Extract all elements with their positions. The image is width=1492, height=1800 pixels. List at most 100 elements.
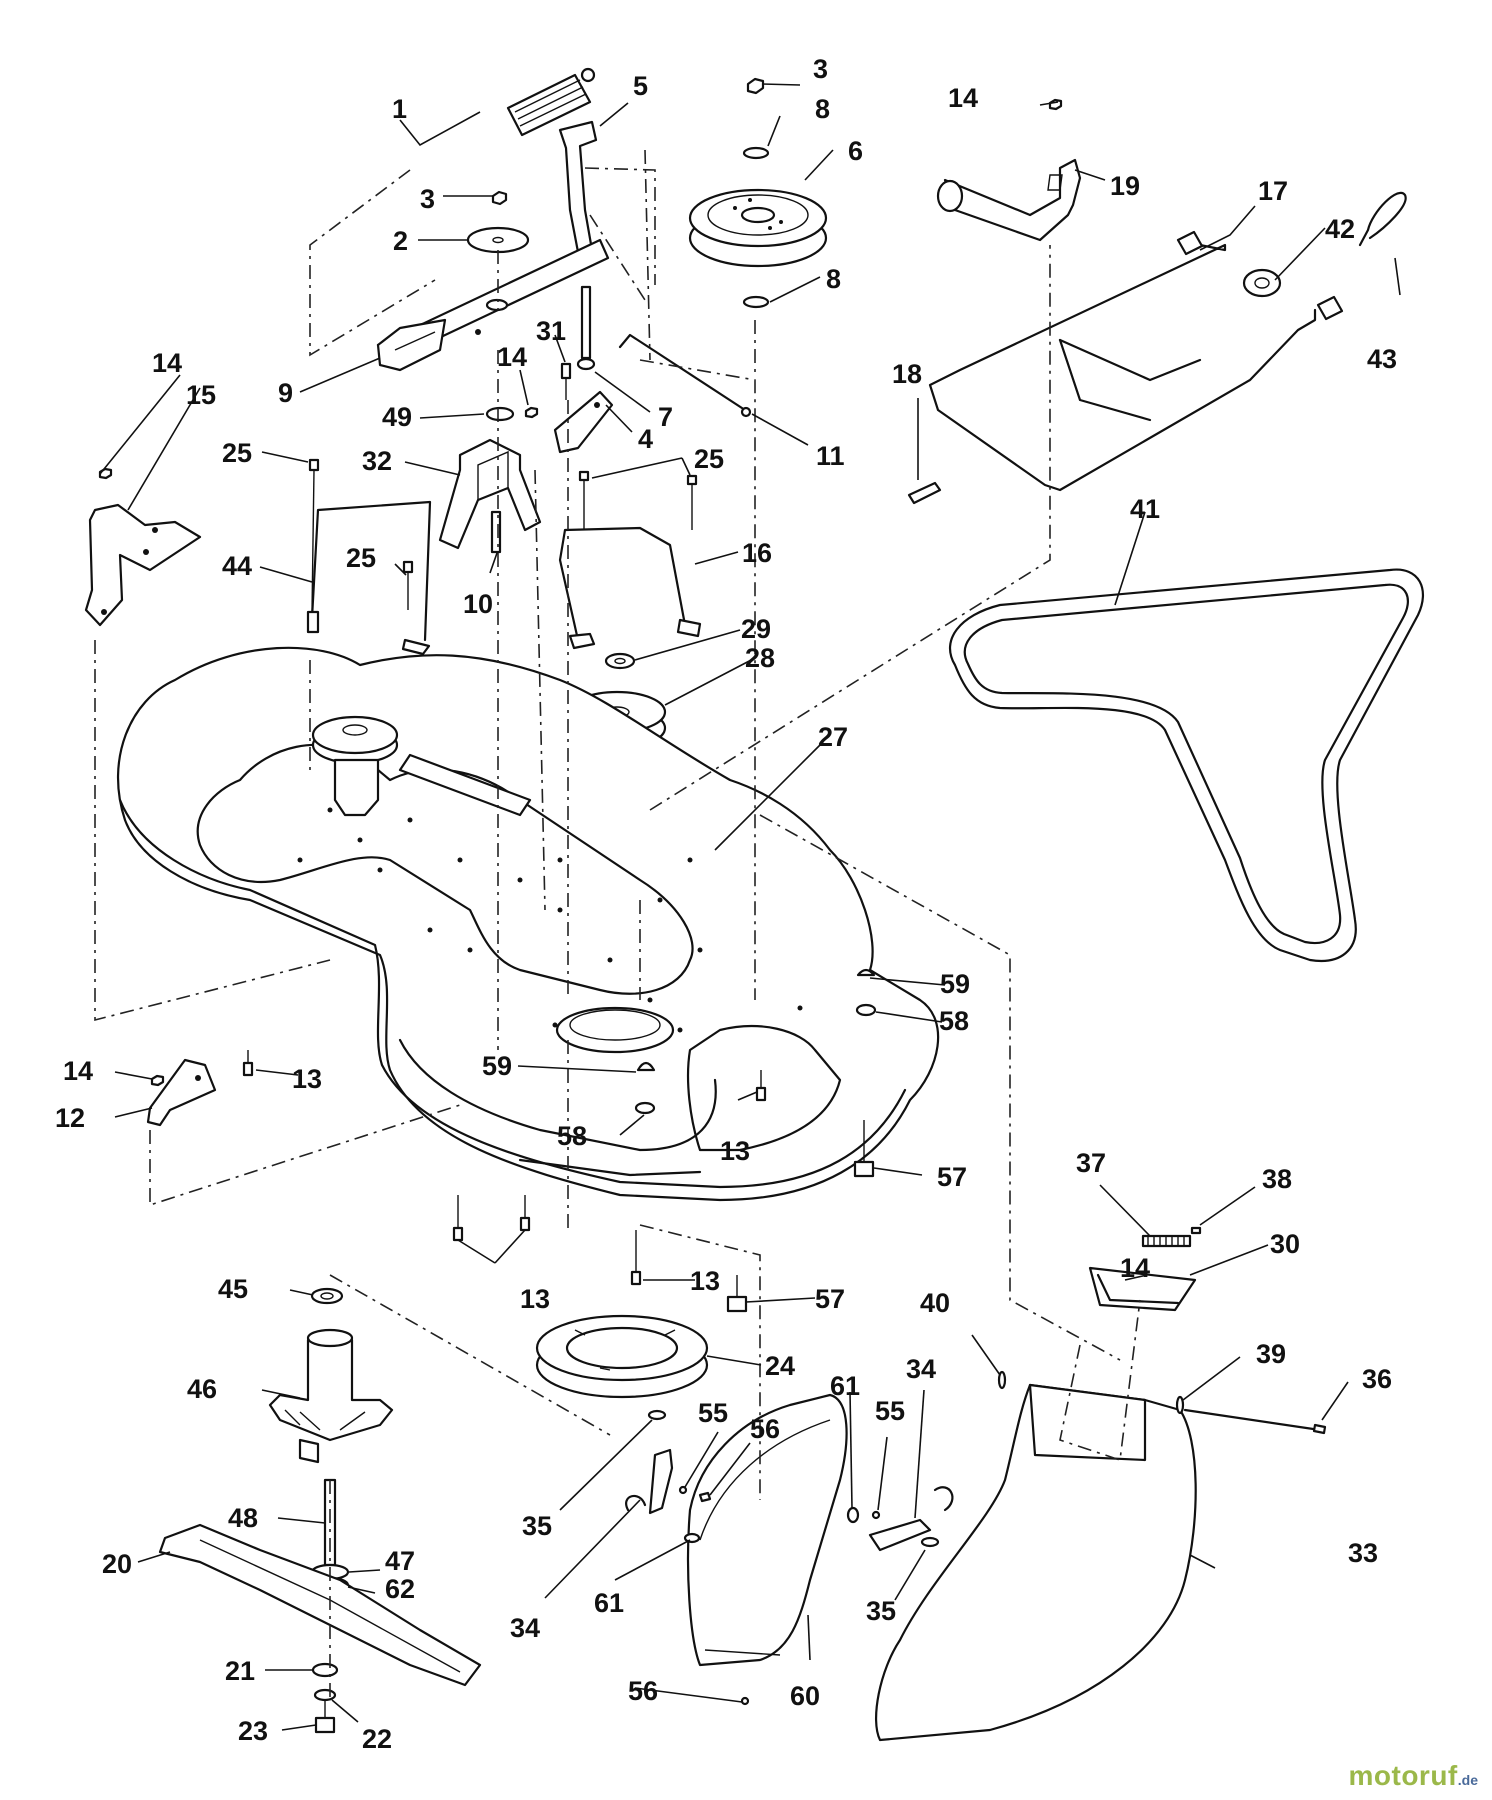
callout-10: 10: [463, 589, 493, 619]
callout-11: 11: [816, 441, 845, 471]
callout-17: 17: [1258, 176, 1288, 206]
part-3-nut-top: [746, 77, 765, 95]
callout-37: 37: [1076, 1148, 1106, 1178]
callout-27: 27: [818, 722, 848, 752]
callout-25-c: 25: [694, 444, 724, 474]
part-59-caps: [636, 968, 876, 1072]
callout-9: 9: [278, 378, 293, 408]
part-14-nut-c: [1048, 98, 1063, 111]
part-34-hinge-left: [625, 1448, 674, 1515]
callout-39: 39: [1256, 1339, 1286, 1369]
part-38-pin: [1190, 1226, 1202, 1235]
callout-5: 5: [633, 71, 648, 101]
callout-21: 21: [225, 1656, 255, 1686]
callout-49: 49: [382, 402, 412, 432]
callout-61-b: 61: [594, 1588, 624, 1618]
part-8-washer-bottom: [742, 295, 770, 309]
callout-6: 6: [848, 136, 863, 166]
callout-43: 43: [1367, 344, 1397, 374]
part-1-handle-grip: [506, 67, 596, 137]
part-12-bracket: [146, 1058, 217, 1127]
watermark-logo: motoruf.de: [1349, 1760, 1479, 1792]
callout-16: 16: [742, 538, 772, 568]
part-24-bearing-ring: [535, 1314, 709, 1399]
callout-35-b: 35: [866, 1596, 896, 1626]
watermark-tld: .de: [1457, 1772, 1478, 1788]
callout-22: 22: [362, 1724, 392, 1754]
part-36-rod: [1183, 1408, 1327, 1435]
part-43-hairpin: [1358, 191, 1407, 247]
part-23-bolt: [314, 1700, 336, 1734]
part-30-latch-bracket: [1088, 1266, 1197, 1312]
callout-7: 7: [658, 402, 673, 432]
callout-55-b: 55: [875, 1396, 905, 1426]
callout-34-a: 34: [510, 1613, 540, 1643]
callout-14-a: 14: [152, 348, 182, 378]
callout-3-b: 3: [813, 54, 828, 84]
callout-47: 47: [385, 1546, 415, 1576]
part-41-belt: [949, 568, 1425, 963]
callout-46: 46: [187, 1374, 217, 1404]
callout-13-d: 13: [520, 1284, 550, 1314]
callout-13-b: 13: [720, 1136, 750, 1166]
callout-1: 1: [392, 94, 407, 124]
part-58-nuts: [634, 1003, 877, 1115]
callout-15: 15: [186, 380, 216, 410]
part-25-bolts-right: [578, 470, 698, 530]
part-22-washer: [313, 1688, 337, 1702]
callout-14-b: 14: [497, 342, 527, 372]
callout-13-c: 13: [690, 1266, 720, 1296]
part-46-spindle-housing: [268, 1328, 394, 1464]
part-29-nut: [604, 652, 636, 670]
callout-34-b: 34: [906, 1354, 936, 1384]
callout-labels: 1 2 3 3 4 5 6 7 8 8 9 10 11 12 13 13 13 …: [55, 54, 1397, 1754]
callout-44: 44: [222, 551, 252, 581]
part-55-pins: [678, 1485, 881, 1520]
callout-38: 38: [1262, 1164, 1292, 1194]
callout-57-b: 57: [815, 1284, 845, 1314]
assembly-lines: [94, 149, 1141, 1700]
callout-33: 33: [1348, 1538, 1378, 1568]
part-14-nut-a: [524, 406, 539, 419]
part-11-rod: [618, 333, 752, 418]
part-14-nut-d: [150, 1074, 165, 1087]
part-31-bolt: [560, 362, 572, 400]
part-4-bracket: [553, 390, 614, 454]
callout-18: 18: [892, 359, 922, 389]
callout-59-a: 59: [940, 969, 970, 999]
part-17-handle-frame: [928, 230, 1344, 492]
callout-12: 12: [55, 1103, 85, 1133]
part-3-nut: [491, 190, 508, 206]
part-27-mower-deck: [116, 646, 940, 1202]
part-61-bushings: [683, 1506, 860, 1544]
callout-41: 41: [1130, 494, 1160, 524]
part-7-bolt: [576, 285, 596, 371]
part-45-spacer: [310, 1287, 344, 1305]
part-34-hinge-right: [868, 1486, 954, 1552]
leader-lines: [99, 83, 1401, 1731]
callout-4: 4: [638, 424, 653, 454]
callout-59-b: 59: [482, 1051, 512, 1081]
part-56-screws: [698, 1491, 750, 1706]
watermark-main: motoruf: [1348, 1760, 1458, 1791]
part-33-discharge-chute: [874, 1383, 1197, 1742]
part-42-spacer: [1242, 268, 1282, 298]
part-20-blade: [158, 1523, 482, 1687]
callout-40: 40: [920, 1288, 950, 1318]
part-8-washer-top: [742, 146, 770, 160]
callout-19: 19: [1110, 171, 1140, 201]
callout-14-d: 14: [63, 1056, 93, 1086]
part-10-bolt: [490, 510, 502, 554]
part-5-lift-lever: [558, 120, 598, 254]
part-16-bracket-handle: [558, 526, 702, 650]
callout-8-b: 8: [826, 264, 841, 294]
part-57-bolts: [726, 1120, 875, 1313]
part-25-bolt-left: [402, 560, 414, 610]
part-60-deflector: [686, 1393, 848, 1667]
part-35-washers: [647, 1409, 940, 1548]
part-49-washer: [485, 406, 515, 422]
callout-58-a: 58: [939, 1006, 969, 1036]
part-37-spring: [1141, 1234, 1192, 1248]
callout-3-a: 3: [420, 184, 435, 214]
